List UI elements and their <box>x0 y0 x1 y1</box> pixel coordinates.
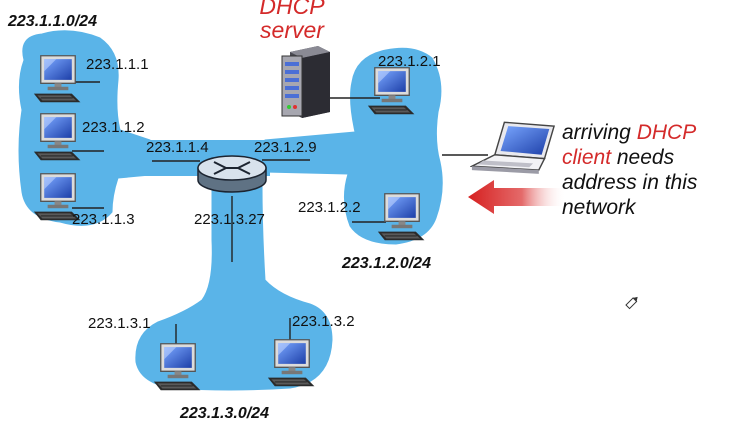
subnet-label-left: 223.1.1.0/24 <box>7 13 97 30</box>
router-interface-left: 223.1.1.4 <box>146 139 209 156</box>
host-223-1-2-2-icon <box>377 193 426 241</box>
subnet-cloud-bottom <box>135 184 333 391</box>
links <box>72 81 488 348</box>
host-label-h131: 223.1.3.1 <box>88 315 151 332</box>
router-interface-bottom: 223.1.3.27 <box>194 211 265 228</box>
laptop-icon <box>471 121 555 175</box>
client-caption-line1-b: DHCP <box>637 121 697 144</box>
host-223-1-3-2-icon <box>267 339 316 387</box>
subnet-label-bottom: 223.1.3.0/24 <box>179 405 269 422</box>
host-label-h112: 223.1.1.2 <box>82 119 145 136</box>
client-caption-line1: arriving DHCP <box>562 121 696 144</box>
arrow-left-icon <box>468 180 566 214</box>
client-caption-line2-a: client <box>562 146 612 169</box>
host-label-h111: 223.1.1.1 <box>86 56 149 73</box>
client-caption-line3: address in this <box>562 171 698 194</box>
host-223-1-1-2-icon <box>33 113 82 161</box>
host-223-1-3-1-icon <box>153 343 202 391</box>
client-caption-line2-b: needs <box>611 146 675 169</box>
host-label-h132: 223.1.3.2 <box>292 313 355 330</box>
host-label-h122: 223.1.2.2 <box>298 199 361 216</box>
client-caption-line2: client needs <box>562 146 675 169</box>
client-caption-line1-a: arriving <box>562 121 637 144</box>
server-title-line2: server <box>260 17 325 43</box>
server-title-line1: DHCP <box>259 0 325 19</box>
server-tower-icon <box>281 46 330 118</box>
host-label-h121: 223.1.2.1 <box>378 53 441 70</box>
host-label-h113: 223.1.1.3 <box>72 211 135 228</box>
client-caption-line4: network <box>562 196 637 219</box>
router-icon <box>197 155 267 193</box>
router-interface-right: 223.1.2.9 <box>254 139 317 156</box>
subnet-label-right: 223.1.2.0/24 <box>341 255 431 272</box>
host-223-1-2-1-icon <box>367 67 416 115</box>
host-223-1-1-1-icon <box>33 55 82 103</box>
pencil-cursor-icon <box>625 296 638 310</box>
